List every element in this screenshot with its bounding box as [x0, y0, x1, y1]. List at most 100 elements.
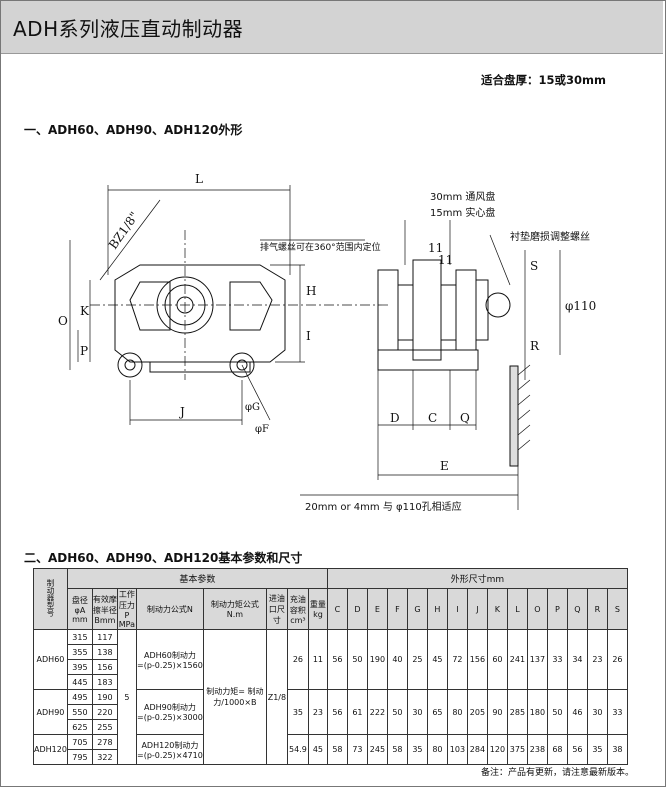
dim-col-header: S [606, 588, 628, 630]
dim-cell: 23 [586, 629, 608, 690]
port-cell: Z1/8 [265, 629, 288, 765]
section-outline-title: 一、ADH60、ADH90、ADH120外形 [24, 123, 243, 137]
force-formula-cell: ADH90制动力=(p-0.25)×3000 [135, 689, 204, 735]
footnote: 备注：产品有更新，请注意最新版本。 [480, 768, 634, 778]
dim-L: L [195, 172, 203, 186]
dim-cell: 61 [346, 689, 368, 735]
formula-expr: =(p-0.25)×4710 [137, 750, 203, 760]
dim-cell: 33 [546, 629, 568, 690]
dim-cell: 50 [386, 689, 408, 735]
dim-col-header: I [446, 588, 468, 630]
dim-cell: 33 [606, 689, 628, 735]
dim-cell: 56 [326, 689, 348, 735]
dim-cell: 56 [326, 629, 348, 690]
formula-expr: =(p-0.25)×1560 [137, 660, 203, 670]
radius-cell: 322 [91, 749, 118, 765]
params-table: 制动器型号 基本参数 外形尺寸mm 盘径 φA mm 有效摩擦半径 Bmm 工作… [33, 568, 628, 765]
col-radius: 有效摩擦半径 Bmm [91, 588, 118, 630]
disc-cell: 550 [66, 704, 93, 720]
dim-cell: 30 [406, 689, 428, 735]
disc-30-note: 30mm 通风盘 [430, 190, 495, 203]
formula-expr: =(p-0.25)×3000 [137, 713, 203, 722]
dim-cell: 285 [506, 689, 528, 735]
dim-R: R [530, 339, 540, 353]
dim-J: J [178, 405, 185, 419]
disc-cell: 445 [66, 674, 93, 690]
disc-cell: 355 [66, 644, 93, 660]
dim-cell: 58 [386, 734, 408, 765]
dim-cell: 375 [506, 734, 528, 765]
model-cell: ADH60 [33, 629, 68, 690]
dim-col-header: R [586, 588, 608, 630]
section-params-title: 二、ADH60、ADH90、ADH120基本参数和尺寸 [24, 551, 303, 565]
disc-cell: 315 [66, 629, 93, 645]
dim-cell: 90 [486, 689, 508, 735]
dim-H: H [306, 284, 316, 298]
dim-F: φF [255, 424, 269, 435]
col-torque: 制动力矩公式 N.m [202, 588, 267, 630]
dim-col-header: H [426, 588, 448, 630]
outline-drawing: L BZ1/8" 排气螺丝可在360°范围内定位 H K O I P J φG … [58, 172, 596, 513]
formula-name: ADH90制动力 [144, 703, 196, 712]
dim-cell: 38 [606, 734, 628, 765]
col-volume: 充油容积 cm³ [286, 588, 309, 630]
model-cell: ADH90 [33, 689, 68, 735]
dim-cell: 103 [446, 734, 468, 765]
disc-cell: 495 [66, 689, 93, 705]
dim-cell: 50 [546, 689, 568, 735]
radius-cell: 183 [91, 674, 118, 690]
col-disc: 盘径 φA mm [66, 588, 93, 630]
page-header: ADH系列液压直动制动器 [1, 1, 663, 54]
radius-cell: 190 [91, 689, 118, 705]
dim-cell: 180 [526, 689, 548, 735]
volume-cell: 26 [286, 629, 309, 690]
dim-cell: 26 [606, 629, 628, 690]
col-weight: 重量 kg [307, 588, 328, 630]
col-pressure: 工作压力 P MPa [116, 588, 137, 630]
weight-cell: 45 [307, 734, 328, 765]
radius-cell: 156 [91, 659, 118, 675]
dim-cell: 50 [346, 629, 368, 690]
dim-cell: 222 [366, 689, 388, 735]
radius-cell: 138 [91, 644, 118, 660]
dim-cell: 25 [406, 629, 428, 690]
dim-11a: 11 [428, 241, 443, 255]
disc-cell: 395 [66, 659, 93, 675]
force-formula-cell: ADH60制动力=(p-0.25)×1560 [135, 629, 204, 690]
formula-name: ADH120制动力 [141, 740, 199, 750]
dim-Q: Q [460, 411, 470, 425]
dim-cell: 45 [426, 629, 448, 690]
dim-P: P [80, 344, 88, 358]
formula-name: ADH60制动力 [144, 650, 196, 660]
dim-col-header: P [546, 588, 568, 630]
dim-cell: 137 [526, 629, 548, 690]
pressure-cell: 5 [116, 629, 137, 765]
dims-header: 外形尺寸mm [326, 568, 628, 589]
disc-cell: 795 [66, 749, 93, 765]
dim-cell: 56 [566, 734, 588, 765]
dim-K: K [80, 304, 90, 318]
dim-col-header: L [506, 588, 528, 630]
dim-cell: 40 [386, 629, 408, 690]
radius-cell: 220 [91, 704, 118, 720]
dim-cell: 241 [506, 629, 528, 690]
weight-cell: 23 [307, 689, 328, 735]
dim-cell: 284 [466, 734, 488, 765]
dim-cell: 245 [366, 734, 388, 765]
dim-cell: 46 [566, 689, 588, 735]
col-port: 进油口尺寸 [265, 588, 288, 630]
dim-cell: 35 [586, 734, 608, 765]
dim-cell: 60 [486, 629, 508, 690]
dim-cell: 80 [426, 734, 448, 765]
dim-cell: 156 [466, 629, 488, 690]
disc-cell: 625 [66, 719, 93, 735]
dim-O: O [58, 314, 68, 328]
dim-cell: 205 [466, 689, 488, 735]
dim-cell: 65 [426, 689, 448, 735]
model-header: 制动器型号 [33, 568, 68, 630]
volume-cell: 35 [286, 689, 309, 735]
